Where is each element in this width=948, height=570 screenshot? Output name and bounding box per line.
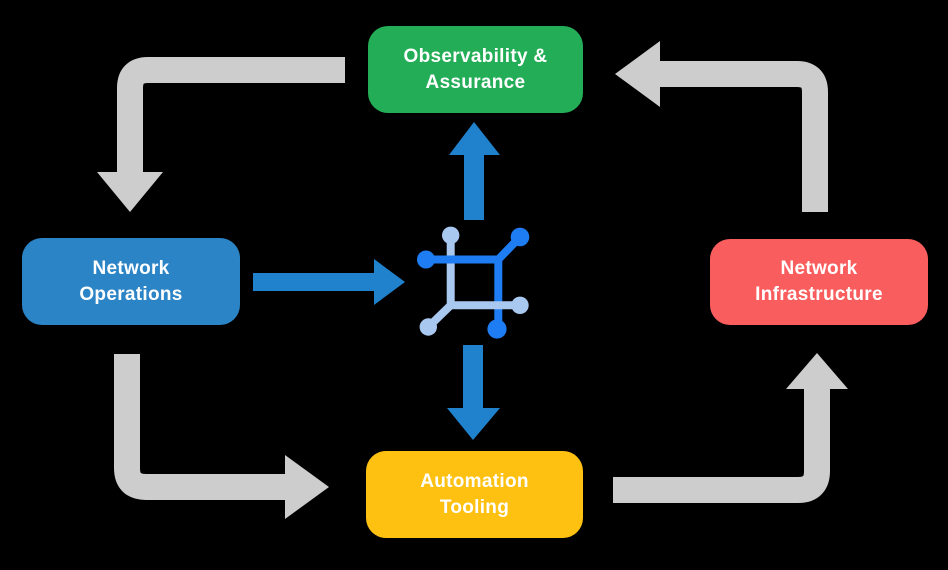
arrow-head [615, 41, 660, 107]
node-observability[interactable]: Observability & Assurance [368, 26, 583, 113]
node-infrastructure-label: Network Infrastructure [755, 258, 883, 305]
node-operations[interactable]: Network Operations [22, 238, 240, 325]
arrow-shaft [114, 354, 285, 500]
icon-node-right [511, 296, 529, 314]
arrow-operations-to-automation [114, 354, 329, 519]
icon-node-top [442, 226, 460, 244]
arrow-infrastructure-to-observability [615, 41, 828, 212]
icon-node-bottom [487, 319, 507, 339]
arrow-shaft [613, 389, 830, 503]
node-infrastructure[interactable]: Network Infrastructure [710, 239, 928, 325]
arrow-center-to-observability [449, 122, 500, 220]
arrow-head [285, 455, 329, 519]
node-automation[interactable]: Automation Tooling [366, 451, 583, 538]
arrow-shaft [660, 61, 828, 212]
arrow-automation-to-infrastructure [613, 353, 848, 503]
arrow-operations-to-center [253, 259, 405, 305]
network-automation-icon [417, 226, 530, 339]
arrow-observability-to-operations [97, 57, 345, 212]
node-operations-label: Network Operations [79, 257, 183, 305]
node-automation-label: Automation Tooling [420, 470, 529, 518]
arrow-head [447, 408, 500, 440]
arrow-center-to-automation [447, 345, 500, 440]
icon-node-topright [510, 227, 530, 247]
icon-node-left [417, 250, 435, 269]
arrow-head [449, 122, 500, 155]
arrow-head [374, 259, 405, 305]
node-observability-label: Observability & Assurance [403, 45, 548, 93]
icon-node-bottomleft [419, 318, 437, 336]
arrow-head [97, 172, 163, 212]
arrow-head [786, 353, 848, 389]
arrow-shaft [117, 57, 345, 174]
